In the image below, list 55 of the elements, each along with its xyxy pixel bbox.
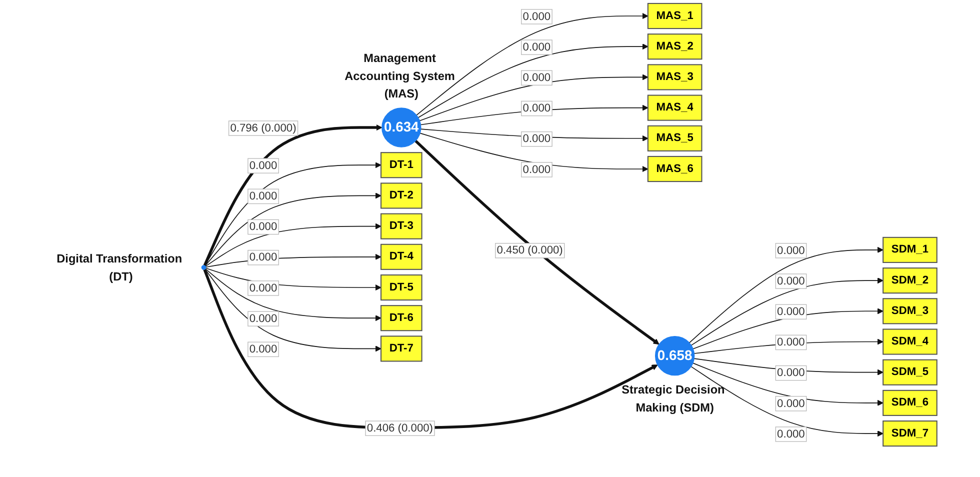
node-box: DT-2 (380, 182, 422, 209)
edge-label: 0.000 (249, 160, 278, 172)
arrow (690, 277, 884, 346)
edge-label: 0.000 (777, 336, 805, 349)
node-box: SDM_6 (882, 390, 938, 416)
edge-label: 0.000 (777, 306, 805, 318)
node-circle: 0.658 (654, 336, 695, 376)
node-box: MAS_4 (647, 94, 702, 121)
edge-label: 0.000 (249, 344, 278, 356)
edge-label: 0.000 (522, 72, 551, 84)
node-box: DT-3 (380, 213, 422, 240)
node-box: SDM_1 (882, 236, 938, 263)
node-box: DT-1 (380, 152, 422, 178)
edge-label: 0.000 (249, 252, 278, 264)
node-box: MAS_3 (647, 64, 702, 90)
edge-label: 0.000 (522, 41, 551, 54)
arrow (420, 132, 648, 172)
node-box: SDM_5 (882, 359, 938, 386)
node-box: SDM_7 (882, 420, 938, 447)
node-box: SDM_4 (882, 328, 938, 355)
node-box: DT-7 (380, 336, 422, 362)
edge-label: 0.000 (249, 190, 278, 203)
edge-label: 0.406 (0.000) (366, 422, 434, 434)
edge-label: 0.000 (522, 10, 551, 23)
node-circle (201, 265, 206, 270)
edge-label: 0.000 (777, 367, 805, 380)
node-label: Strategic Decision Making (SDM) (622, 382, 725, 414)
node-box: SDM_3 (882, 298, 938, 324)
node-circle: 0.634 (382, 108, 422, 148)
arrow (414, 140, 660, 345)
node-label: Digital Transformation (DT) (56, 252, 182, 283)
node-label: Management Accounting System (MAS) (344, 51, 455, 100)
node-box: MAS_2 (647, 34, 702, 60)
edge-label: 0.000 (777, 244, 805, 257)
edge-label: 0.796 (0.000) (230, 122, 296, 134)
edge-label: 0.000 (249, 282, 278, 294)
node-box: MAS_6 (647, 156, 702, 182)
edge-label: 0.450 (0.000) (496, 244, 563, 257)
node-box: MAS_1 (647, 2, 702, 30)
node-box: SDM_2 (882, 268, 938, 294)
edge-label: 0.000 (522, 164, 551, 176)
edge-label: 0.000 (777, 398, 805, 410)
edge-label: 0.000 (522, 102, 551, 115)
edge-label: 0.000 (777, 275, 805, 288)
node-box: MAS_5 (647, 125, 702, 152)
edge-label: 0.000 (522, 133, 551, 146)
node-box: DT-6 (380, 305, 422, 332)
arrow (692, 362, 884, 406)
edge-label: 0.000 (249, 312, 278, 325)
edge-label: 0.000 (777, 428, 805, 440)
arrow (688, 246, 884, 344)
node-box: DT-4 (380, 244, 422, 270)
node-box: DT-5 (380, 274, 422, 301)
edge-label: 0.000 (249, 221, 278, 234)
arrow (419, 74, 648, 122)
